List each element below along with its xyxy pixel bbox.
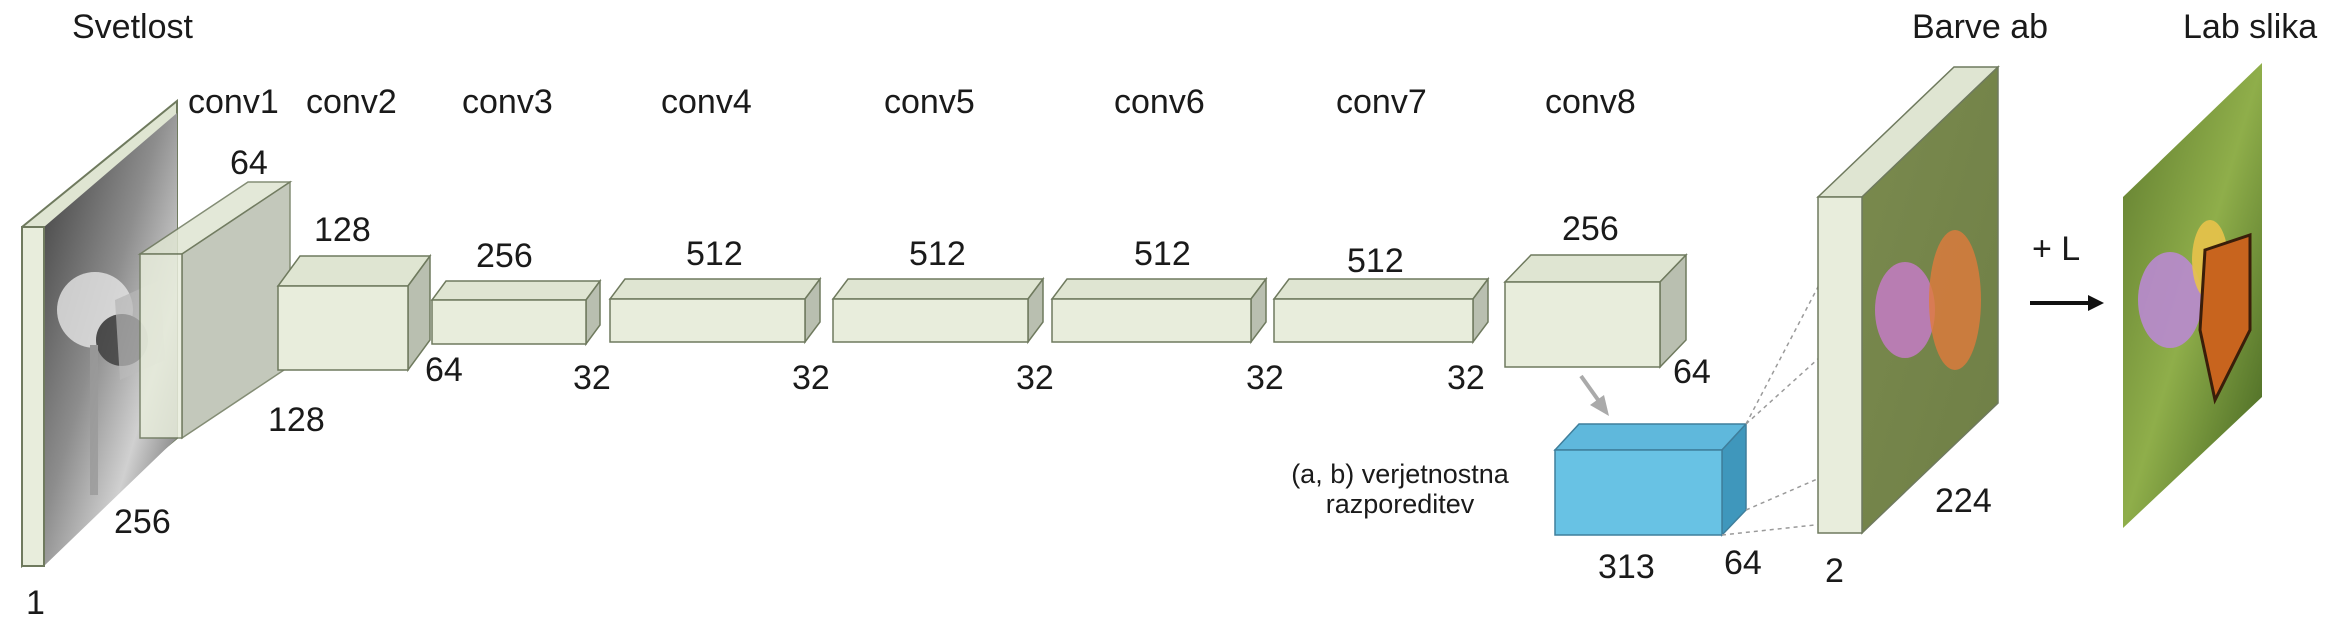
conv7-spatial: 32 <box>1447 359 1485 397</box>
input-depth: 1 <box>26 584 45 621</box>
conv5-channels: 512 <box>909 235 966 273</box>
conv2-channels: 128 <box>314 211 371 249</box>
conv3-block <box>430 278 602 347</box>
conv8-spatial: 64 <box>1673 353 1711 391</box>
conv1-label: conv1 <box>188 83 279 121</box>
conv3-channels: 256 <box>476 237 533 275</box>
monarch-butterfly <box>2198 232 2252 405</box>
conv7-channels: 512 <box>1347 242 1404 280</box>
output-ab-spatial: 224 <box>1935 482 1992 520</box>
conv1-block <box>137 180 293 440</box>
conv2-spatial: 64 <box>425 351 463 389</box>
conv5-spatial: 32 <box>1016 359 1054 397</box>
output-ab-channels: 2 <box>1825 552 1844 590</box>
conv4-channels: 512 <box>686 235 743 273</box>
output-lab-title: Lab slika <box>2183 8 2317 46</box>
conv8-block <box>1503 253 1688 369</box>
conv7-label: conv7 <box>1336 83 1427 121</box>
input-title: Svetlost <box>72 8 193 46</box>
output-ab-title: Barve ab <box>1912 8 2048 46</box>
purple-thistle-flower <box>2138 252 2202 348</box>
distribution-spatial: 64 <box>1724 544 1762 582</box>
output-ab-slab <box>1816 65 2000 535</box>
conv6-block <box>1050 276 1268 345</box>
conv7-block <box>1272 276 1490 345</box>
conv5-block <box>831 276 1045 345</box>
conv8-to-distribution-arrow <box>1579 374 1609 416</box>
conv3-label: conv3 <box>462 83 553 121</box>
conv3-spatial: 32 <box>573 359 611 397</box>
probability-distribution-block <box>1553 422 1748 537</box>
conv1-spatial: 128 <box>268 401 325 439</box>
conv4-spatial: 32 <box>792 359 830 397</box>
conv8-label: conv8 <box>1545 83 1636 121</box>
conv8-channels: 256 <box>1562 210 1619 248</box>
conv6-label: conv6 <box>1114 83 1205 121</box>
distribution-bins: 313 <box>1598 548 1655 586</box>
combine-arrow <box>2030 295 2104 311</box>
orange-color-region <box>1929 230 1981 370</box>
conv6-channels: 512 <box>1134 235 1191 273</box>
distribution-label-line2: razporeditev <box>1326 489 1475 519</box>
conv2-block <box>276 253 432 373</box>
conv4-block <box>608 276 822 345</box>
conv1-channels: 64 <box>230 144 268 182</box>
combine-label: + L <box>2032 230 2080 268</box>
lab-color-image <box>2123 63 2262 528</box>
conv6-spatial: 32 <box>1246 359 1284 397</box>
conv2-label: conv2 <box>306 83 397 121</box>
input-height: 256 <box>114 503 171 541</box>
distribution-label-line1: (a, b) verjetnostna <box>1291 459 1510 489</box>
purple-color-region <box>1875 262 1935 358</box>
conv4-label: conv4 <box>661 83 752 121</box>
conv5-label: conv5 <box>884 83 975 121</box>
